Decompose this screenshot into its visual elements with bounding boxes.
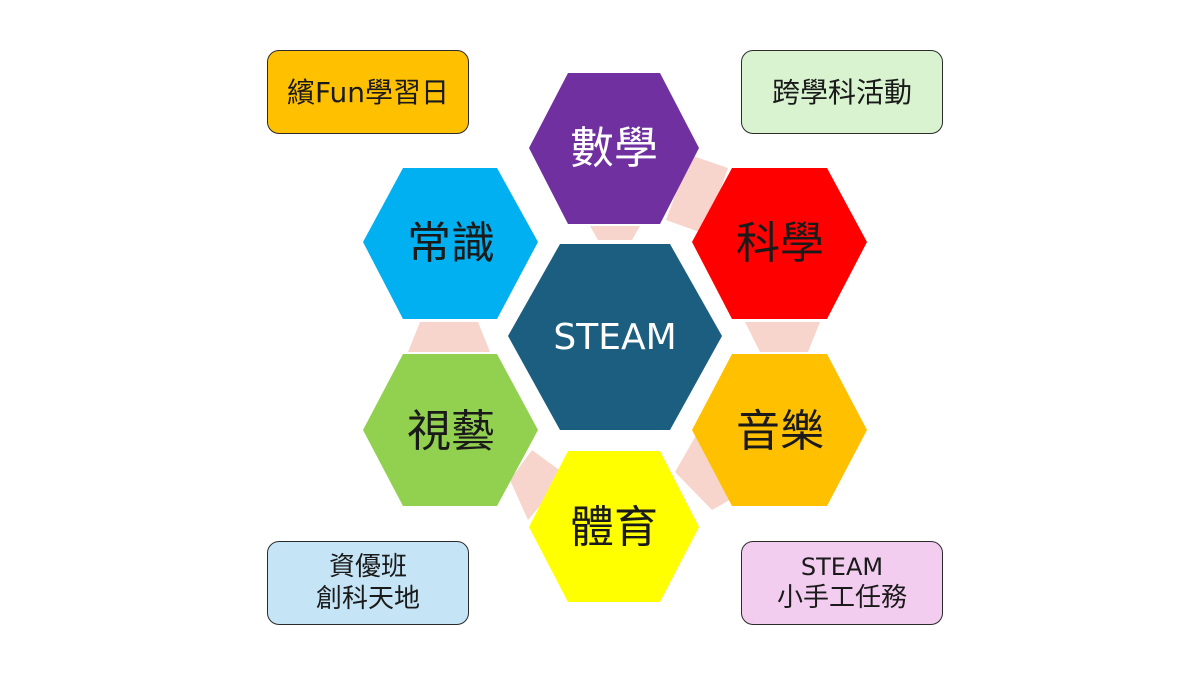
hexagon-center-steam: STEAM — [508, 244, 722, 430]
hexagon-pe-label: 體育 — [570, 502, 658, 553]
hexagon-science-label: 科學 — [736, 218, 824, 269]
connector-layer — [408, 155, 820, 520]
connector-math-science — [666, 155, 728, 234]
corner-box-gifted-class-line1: 資優班 — [328, 551, 407, 582]
hexagon-math: 數學 — [529, 73, 699, 224]
corner-box-steam-craft: STEAM 小手工任務 — [741, 541, 943, 625]
connector-math-center — [590, 226, 640, 240]
corner-box-gifted-class: 資優班 創科天地 — [267, 541, 469, 625]
hexagon-music-label: 音樂 — [736, 406, 824, 457]
corner-box-cross-subject-text: 跨學科活動 — [771, 75, 912, 109]
hexagon-gs-label: 常識 — [407, 218, 495, 269]
connector-science-music — [745, 322, 820, 352]
corner-box-fun-learning-day: 繽Fun學習日 — [267, 50, 469, 134]
hexagon-pe: 體育 — [529, 451, 699, 602]
hexagon-art: 視藝 — [363, 354, 538, 506]
connector-pe-art — [510, 450, 566, 520]
hexagon-art-shape — [363, 354, 538, 506]
corner-box-fun-learning-day-text: 繽Fun學習日 — [286, 75, 450, 109]
hexagon-center-shape — [508, 244, 722, 430]
hexagon-music: 音樂 — [692, 354, 867, 506]
corner-box-steam-craft-line1: STEAM — [800, 552, 884, 581]
hexagon-center-label: STEAM — [553, 317, 676, 358]
hexagon-gs: 常識 — [363, 168, 538, 319]
hexagon-math-label: 數學 — [570, 123, 658, 174]
hexagon-gs-shape — [363, 168, 538, 319]
connector-art-gs — [408, 322, 490, 352]
hexagon-math-shape — [529, 73, 699, 224]
hexagon-pe-shape — [529, 451, 699, 602]
hexagon-art-label: 視藝 — [407, 406, 495, 457]
hexagon-science: 科學 — [692, 168, 867, 319]
hexagon-music-shape — [692, 354, 867, 506]
corner-box-cross-subject: 跨學科活動 — [741, 50, 943, 134]
corner-box-steam-craft-line2: 小手工任務 — [776, 582, 907, 613]
corner-box-gifted-class-line2: 創科天地 — [315, 584, 420, 614]
hexagon-science-shape — [692, 168, 867, 319]
connector-music-pe — [675, 432, 735, 510]
